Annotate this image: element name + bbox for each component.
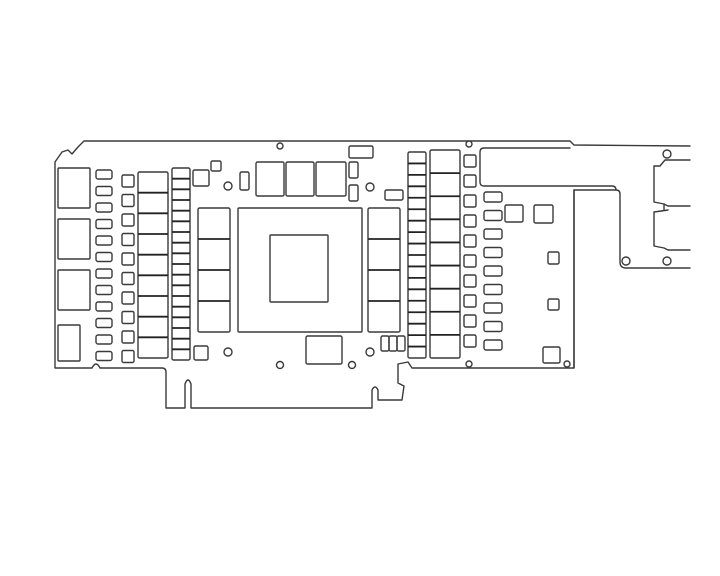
gpu-substrate — [237, 207, 363, 333]
mounting-hole — [662, 149, 672, 159]
capacitor — [463, 294, 477, 308]
capacitor — [483, 228, 503, 240]
capacitor — [463, 254, 477, 268]
mounting-hole — [621, 256, 631, 266]
capacitor — [95, 202, 113, 213]
power-connector — [57, 167, 91, 209]
capacitor — [121, 193, 135, 208]
capacitor — [483, 320, 503, 333]
capacitor — [483, 209, 503, 222]
component — [210, 160, 222, 172]
gpu-die — [269, 234, 329, 303]
capacitor — [483, 191, 503, 203]
power-connector — [57, 324, 81, 362]
component — [192, 169, 210, 187]
component — [504, 204, 524, 223]
memory-top-chip — [315, 161, 347, 197]
capacitor — [483, 246, 503, 259]
mounting-holes — [223, 140, 672, 370]
capacitor — [95, 169, 113, 180]
capacitor — [483, 265, 503, 277]
mounting-hole — [662, 256, 672, 266]
mounting-hole — [465, 140, 473, 148]
capacitor — [95, 268, 113, 279]
capacitor — [463, 274, 477, 288]
capacitor — [463, 174, 477, 188]
capacitor — [121, 349, 135, 364]
mounting-hole — [365, 182, 375, 192]
mounting-hole — [365, 347, 375, 357]
capacitor — [95, 235, 113, 246]
capacitor — [463, 314, 477, 328]
capacitor — [95, 317, 113, 329]
capacitor — [95, 301, 113, 312]
component — [348, 145, 374, 159]
capacitor — [463, 214, 477, 228]
component — [348, 184, 359, 202]
capacitor — [95, 185, 113, 197]
memory-top-chip — [255, 161, 285, 197]
capacitor — [121, 271, 135, 286]
mounting-hole — [223, 347, 233, 357]
component — [388, 335, 398, 352]
component — [239, 171, 250, 191]
capacitor — [483, 283, 503, 296]
right-inductor-stack — [429, 149, 461, 359]
component — [533, 204, 554, 224]
component — [305, 335, 343, 365]
power-connector — [57, 218, 91, 260]
left-inductor-stack — [137, 171, 169, 359]
io-bracket-outline — [479, 147, 691, 369]
capacitor — [121, 291, 135, 305]
capacitor — [463, 194, 477, 208]
capacitor — [463, 334, 477, 348]
component — [193, 345, 209, 361]
component — [547, 251, 560, 265]
component — [380, 335, 390, 352]
mounting-hole — [465, 360, 473, 368]
component — [542, 346, 561, 364]
capacitor — [483, 302, 503, 314]
capacitor — [463, 234, 477, 248]
mounting-hole — [223, 181, 233, 191]
capacitor — [95, 218, 113, 230]
memory-top-chip — [285, 161, 315, 197]
capacitor — [121, 330, 135, 344]
capacitor — [121, 174, 135, 188]
capacitor — [95, 334, 113, 345]
mounting-hole — [347, 360, 357, 370]
component — [547, 298, 560, 311]
capacitor — [95, 251, 113, 263]
capacitor — [121, 213, 135, 227]
capacitor — [121, 232, 135, 247]
capacitor — [95, 350, 113, 362]
component — [396, 335, 406, 352]
component — [348, 161, 359, 179]
capacitor — [121, 310, 135, 325]
vrm-components — [57, 149, 461, 362]
capacitor — [483, 339, 503, 351]
power-connector — [57, 269, 91, 311]
capacitor — [463, 154, 477, 168]
mounting-hole — [563, 360, 571, 368]
capacitors — [95, 154, 503, 364]
capacitor — [121, 252, 135, 266]
mounting-hole — [276, 142, 284, 150]
mounting-hole — [275, 360, 285, 370]
board-outline — [54, 140, 691, 409]
capacitor — [95, 284, 113, 296]
component — [384, 189, 404, 201]
memory-chips — [197, 161, 401, 333]
gpu-package — [237, 207, 363, 333]
misc-components — [192, 145, 561, 365]
